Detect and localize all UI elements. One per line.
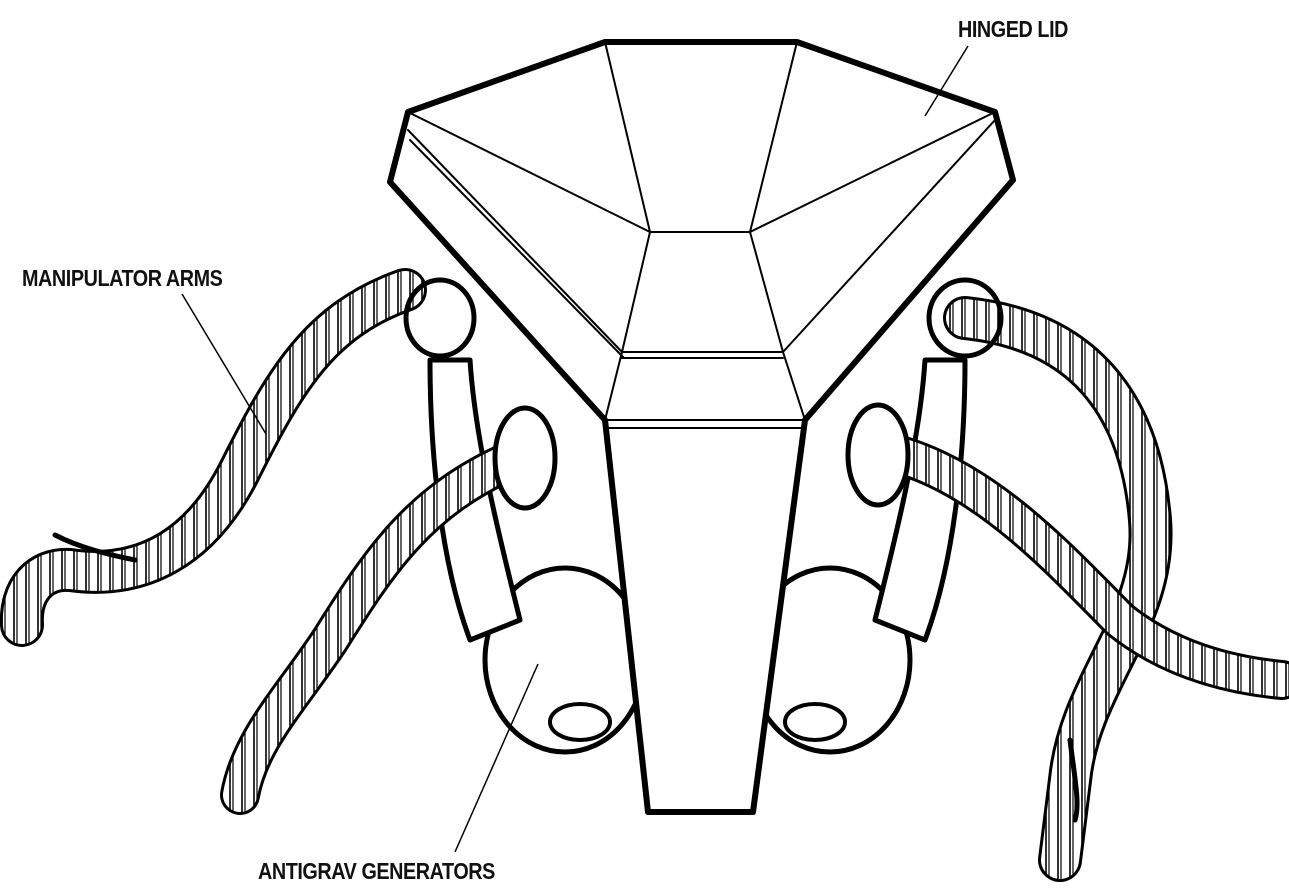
antigrav-generators-label: ANTIGRAV GENERATORS [258,858,495,885]
upper-left-arm [22,280,474,625]
manipulator-arms-leader-line [182,294,266,434]
manipulator-arms-label: MANIPULATOR ARMS [22,265,222,292]
hinged-lid-label: HINGED LID [958,16,1068,43]
